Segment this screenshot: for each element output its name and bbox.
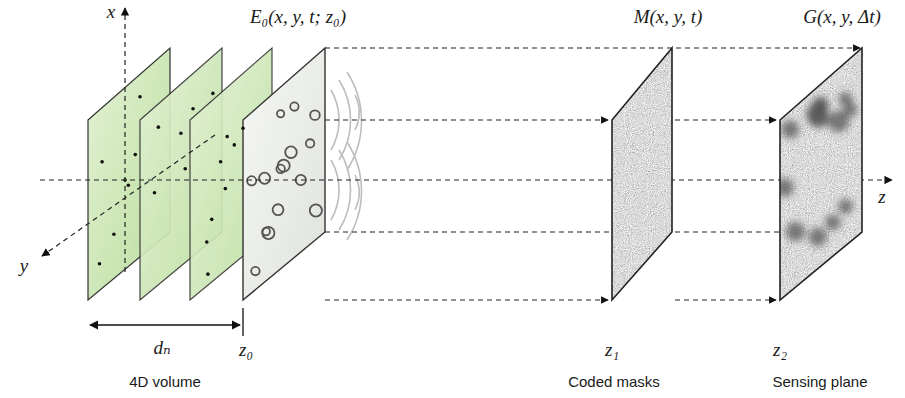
hologram-blob (812, 99, 829, 116)
particle-dot (183, 167, 187, 171)
hologram-blob (838, 92, 852, 106)
diffraction-ring (310, 204, 322, 216)
position-label: z₂ (773, 340, 787, 361)
measurement-label: G(x, y, Δt) (803, 7, 881, 28)
axis-label: y (20, 256, 28, 277)
particle-dot (219, 160, 223, 164)
particle-dot (100, 160, 104, 164)
particle-dot (232, 143, 236, 147)
particle-dot (211, 92, 215, 96)
particle-dot (157, 125, 161, 129)
mask-outline (612, 48, 672, 300)
diffraction-ring (285, 146, 297, 158)
coded-mask (612, 48, 672, 300)
sensing-plane (780, 48, 862, 300)
particle-dot (241, 126, 245, 130)
hologram-blob (775, 178, 794, 197)
particle-dots (98, 92, 245, 276)
particle-dot (112, 232, 116, 236)
particle-dot (153, 191, 157, 195)
particle-dot (133, 153, 137, 157)
particle-dot (225, 135, 229, 139)
part-name: Sensing plane (772, 374, 867, 391)
axis-label: x (107, 2, 115, 23)
particle-dot (138, 95, 142, 99)
dimension-tick (242, 308, 243, 336)
hologram-blob (825, 214, 841, 230)
volume-planes (88, 48, 325, 300)
depth-dimension (90, 324, 240, 325)
particle-dot (210, 218, 214, 222)
mask-function-label: M(x, y, t) (634, 7, 703, 28)
particle-dot (224, 187, 228, 191)
diffraction-ring (277, 110, 284, 117)
particle-dot (206, 272, 210, 276)
diffraction-ring (290, 102, 298, 110)
hologram-blob (781, 120, 799, 138)
particle-dot (205, 240, 209, 244)
diffraction-ring (262, 227, 274, 239)
diffraction-rings (247, 102, 322, 275)
sensor-outline (780, 48, 862, 300)
field-plane (243, 48, 325, 300)
diffraction-ring (306, 139, 314, 147)
diffraction-ring (251, 267, 259, 275)
hologram-blob (786, 222, 806, 242)
diffraction-ring (273, 204, 284, 215)
diffraction-ring (276, 165, 285, 174)
field-label: E₀(x, y, t; z₀) (250, 7, 346, 28)
diffraction-ring (259, 173, 270, 184)
wavefronts (331, 72, 362, 240)
diffraction-ring (310, 110, 320, 120)
position-label: z₀ (239, 340, 253, 361)
axis-label: z (878, 187, 885, 208)
particle-dot (127, 183, 131, 187)
part-name: Coded masks (568, 374, 660, 391)
hologram-blobs (775, 92, 857, 246)
dimension-label: dₙ (153, 338, 170, 359)
particle-dot (98, 262, 102, 266)
diffraction-ring (247, 176, 256, 185)
coordinate-axes (40, 8, 892, 272)
particle-dot (179, 131, 183, 135)
hologram-blob (808, 227, 827, 246)
position-label: z₁ (605, 340, 619, 361)
particle-dot (191, 107, 195, 111)
part-name: 4D volume (129, 374, 201, 391)
hologram-blob (838, 199, 853, 214)
